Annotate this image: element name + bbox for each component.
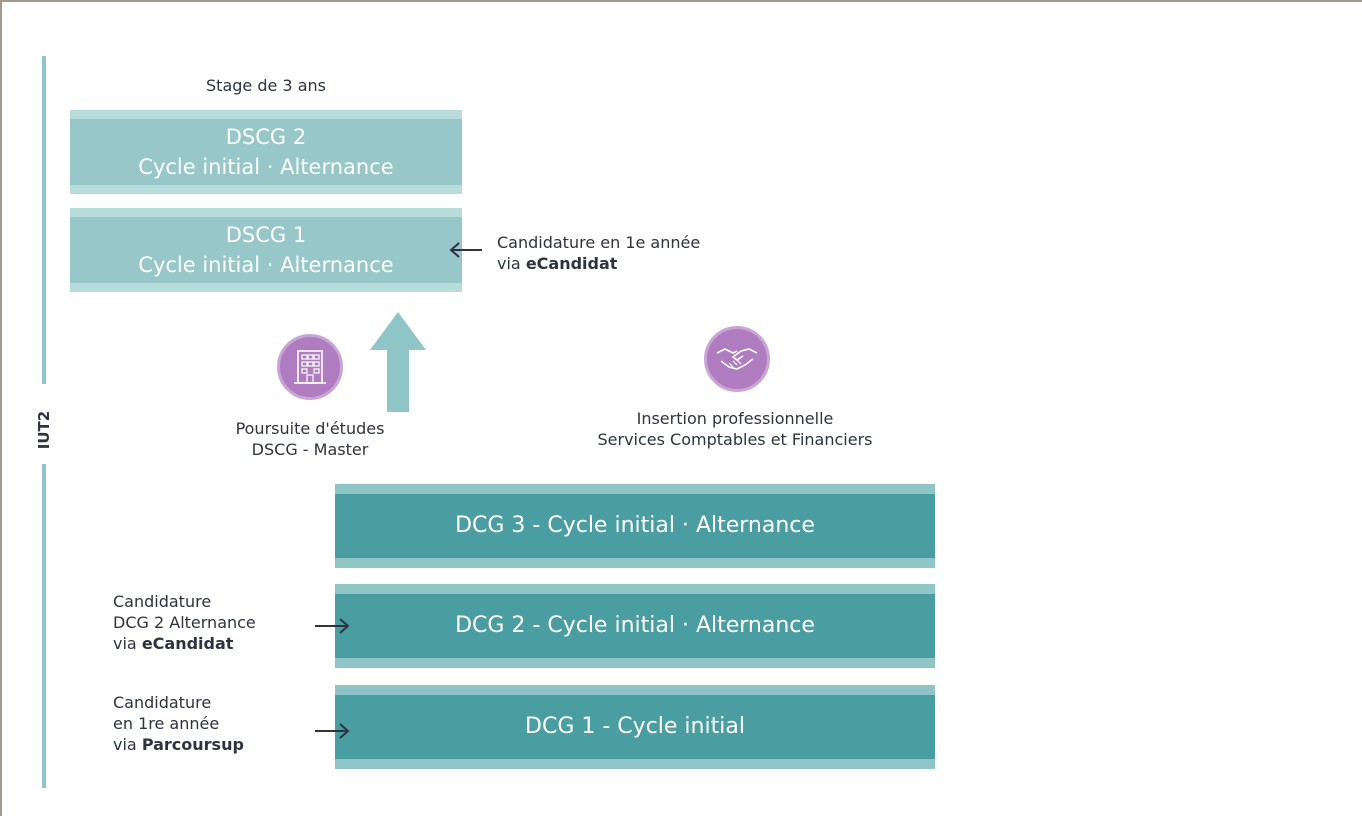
dcg3-box: DCG 3 - Cycle initial · Alternance: [335, 484, 935, 568]
stage-label: Stage de 3 ans: [206, 76, 326, 95]
dcg2-application-line1: Candidature: [113, 592, 212, 611]
building-icon: [277, 334, 343, 400]
dcg1-application-text: Candidature en 1re année via Parcoursup: [113, 692, 244, 755]
pursuit-line1: Poursuite d'études: [235, 419, 385, 438]
arrow-right-icon: [315, 618, 350, 634]
ecandidat-link-text: eCandidat: [141, 634, 234, 653]
insertion-line1: Insertion professionnelle: [636, 409, 834, 428]
dscg2-box: DSCG 2 Cycle initial · Alternance: [70, 110, 462, 194]
dcg1-application-line3: via Parcoursup: [113, 735, 244, 754]
dscg2-title: DSCG 2: [225, 125, 307, 149]
insertion-line2: Services Comptables et Financiers: [597, 430, 873, 449]
handshake-icon: [704, 326, 770, 392]
arrow-up-icon: [370, 312, 426, 412]
pursuit-line2: DSCG - Master: [251, 440, 369, 459]
dscg-application-line1: Candidature en 1e année: [497, 233, 701, 252]
parcoursup-link-text: Parcoursup: [141, 735, 244, 754]
iut2-label: IUT2: [35, 410, 53, 450]
dcg1-application-line2: en 1re année: [113, 714, 220, 733]
dcg2-box: DCG 2 - Cycle initial · Alternance: [335, 584, 935, 668]
dscg1-box: DSCG 1 Cycle initial · Alternance: [70, 208, 462, 292]
arrow-left-icon: [449, 242, 482, 258]
ecandidat-link-text: eCandidat: [525, 254, 618, 273]
dcg1-application-line1: Candidature: [113, 693, 212, 712]
insertion-text: Insertion professionnelle Services Compt…: [530, 408, 940, 450]
dcg3-label: DCG 3 - Cycle initial · Alternance: [455, 513, 815, 538]
dscg-application-line2: via eCandidat: [497, 254, 618, 273]
dcg2-application-text: Candidature DCG 2 Alternance via eCandid…: [113, 591, 256, 654]
dscg-application-text: Candidature en 1e année via eCandidat: [497, 232, 700, 274]
axis-line-bottom: [42, 464, 46, 788]
dcg2-application-line2: DCG 2 Alternance: [113, 613, 256, 632]
arrow-right-icon: [315, 723, 350, 739]
dcg2-application-line3: via eCandidat: [113, 634, 234, 653]
pursuit-text: Poursuite d'études DSCG - Master: [190, 418, 430, 460]
dcg1-label: DCG 1 - Cycle initial: [525, 714, 745, 739]
dcg2-label: DCG 2 - Cycle initial · Alternance: [455, 613, 815, 638]
axis-line-top: [42, 56, 46, 384]
dscg1-subtitle: Cycle initial · Alternance: [138, 253, 394, 277]
dscg1-title: DSCG 1: [225, 223, 307, 247]
dscg2-subtitle: Cycle initial · Alternance: [138, 155, 394, 179]
dcg1-box: DCG 1 - Cycle initial: [335, 685, 935, 769]
